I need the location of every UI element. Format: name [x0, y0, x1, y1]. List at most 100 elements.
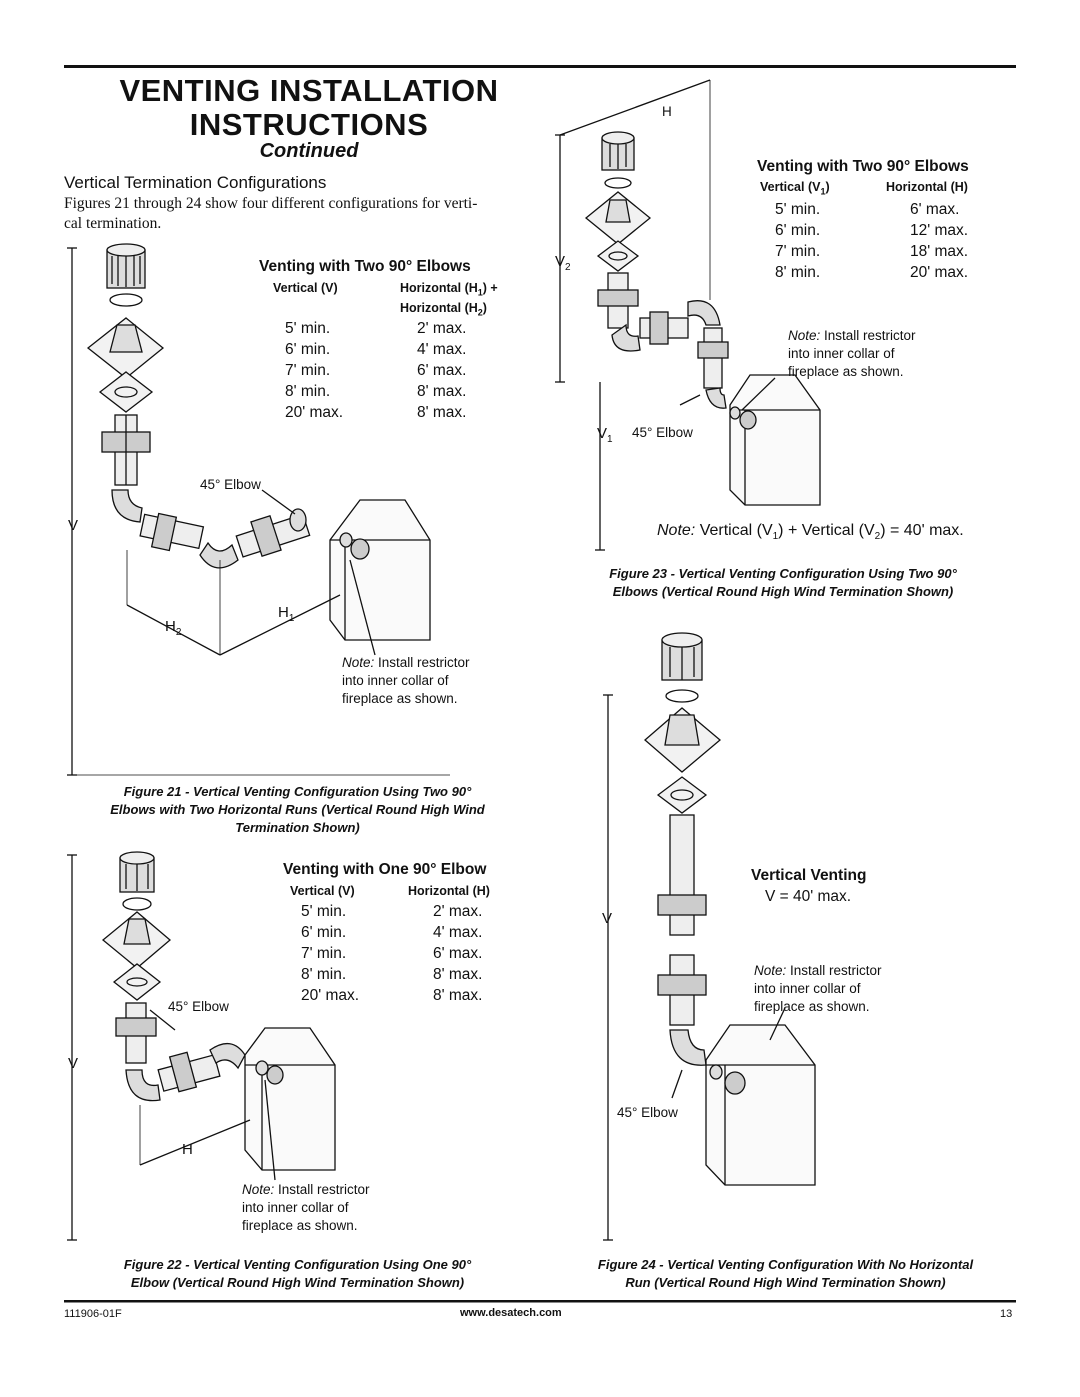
top-rule: [64, 65, 1016, 68]
table-cell-vertical: 20' max.: [301, 987, 360, 1004]
table-cell-vertical: 5' min.: [775, 201, 821, 218]
table-row: 6' min. 12' max.: [775, 222, 1005, 243]
fig21-caption: Figure 21 - Vertical Venting Configurati…: [110, 784, 485, 835]
table-row: 5' min. 2' max.: [296, 903, 516, 924]
fig22-table-title: Venting with One 90° Elbow: [283, 861, 487, 878]
table-row: 7' min.6' max.: [296, 945, 516, 966]
table-cell-vertical: 6' min.: [285, 341, 331, 358]
table-cell-vertical: 8' min.: [301, 966, 347, 983]
table-cell-horizontal: 20' max.: [910, 264, 969, 281]
continued-label: Continued: [259, 140, 359, 162]
footer-website[interactable]: www.desatech.com: [460, 1307, 562, 1319]
fig21-table-title: Venting with Two 90° Elbows: [259, 258, 471, 275]
footer-page-number: 13: [1000, 1308, 1013, 1320]
fig21-dim-h2: H2: [165, 618, 182, 638]
fig23-rows: 5' min. 6' max. 6' min. 12' max. 7' min. 18' …: [775, 201, 1005, 285]
fig23-45-elbow: [705, 387, 727, 409]
table-cell-horizontal: 2' max.: [417, 320, 467, 337]
table-row: 6' min. 4' max.: [296, 924, 516, 945]
fig24-elbow-label: 45° Elbow: [617, 1105, 678, 1120]
fig23-dim-v2: V2: [555, 253, 571, 273]
table-cell-vertical: 20' max.: [285, 404, 344, 421]
fig24-fireplace: [705, 1024, 816, 1186]
fig22-note: Note: Install restrictor into inner coll…: [242, 1182, 370, 1233]
fig23-fireplace: [729, 374, 821, 506]
table-row: 8' min. 8' max.: [280, 383, 500, 404]
fig21-90-elbow: [199, 541, 239, 569]
fig21-col-horizontal-h2: Horizontal (H2): [400, 301, 487, 318]
fig24-ceiling-plate: [656, 776, 708, 814]
table-row: 7' min. 18' max.: [775, 243, 1005, 264]
table-row: 5' min. 2' max.: [280, 320, 500, 341]
fig24-note: Note: Install restrictor into inner coll…: [754, 963, 882, 1014]
fig22-caption: Figure 22 - Vertical Venting Configurati…: [123, 1257, 472, 1290]
fig23-formula: Note: Vertical (V1) + Vertical (V2) = 40…: [657, 522, 964, 543]
fig23-table-title: Venting with Two 90° Elbows: [757, 158, 969, 175]
fig21-dim-h1: H1: [278, 604, 295, 624]
fig23-col-vertical: Vertical (V1): [760, 180, 830, 197]
table-cell-horizontal: 6' max.: [417, 362, 467, 379]
fig24-table-title: Vertical Venting: [751, 867, 867, 884]
table-row: 8' min. 8' max.: [296, 966, 516, 987]
fig22-elbow-label: 45° Elbow: [168, 999, 229, 1014]
table-row: 6' min. 4' max.: [280, 341, 500, 362]
table-cell-horizontal: 8' max.: [433, 966, 483, 983]
table-cell-horizontal: 6' max.: [910, 201, 960, 218]
page-title: VENTING INSTALLATION INSTRUCTIONS: [64, 74, 554, 142]
fig24-45-elbow: [669, 1029, 707, 1066]
fig22-dim-v: V: [68, 1055, 79, 1072]
table-cell-horizontal: 8' max.: [417, 383, 467, 400]
intro-text: Figures 21 through 24 show four differen…: [64, 194, 544, 234]
fig21-45-elbow: [111, 489, 143, 523]
fig23-caption: Figure 23 - Vertical Venting Configurati…: [609, 566, 957, 599]
table-cell-horizontal: 18' max.: [910, 243, 969, 260]
table-cell-vertical: 7' min.: [285, 362, 331, 379]
table-cell-horizontal: 6' max.: [433, 945, 483, 962]
fig22-rows: 5' min. 2' max. 6' min. 4' max. 7' min.6' ma…: [296, 903, 516, 1008]
table-cell-vertical: 6' min.: [775, 222, 821, 239]
fig23-dim-h: H: [662, 104, 672, 119]
table-cell-vertical: 8' min.: [775, 264, 821, 281]
table-cell-horizontal: 4' max.: [433, 924, 483, 941]
footer-doc-number: 111906-01F: [64, 1308, 122, 1320]
fig22-col-vertical: Vertical (V): [290, 884, 355, 898]
fig24-value: V = 40' max.: [765, 888, 852, 905]
fig23-note: Note: Install restrictor into inner coll…: [788, 328, 916, 379]
fig23-col-horizontal: Horizontal (H): [886, 180, 968, 194]
fig24-dim-v: V: [602, 910, 613, 927]
table-cell-horizontal: 8' max.: [433, 987, 483, 1004]
fig23-elbow-label: 45° Elbow: [632, 425, 693, 440]
fig22-fireplace: [244, 1027, 336, 1171]
table-row: 20' max. 8' max.: [280, 404, 500, 425]
fig21-elbow-label: 45° Elbow: [200, 477, 261, 492]
table-row: 20' max. 8' max.: [296, 987, 516, 1008]
fig21-ceiling-plate: [98, 371, 154, 413]
fig24-vertical-pipe: [669, 814, 695, 936]
fig22-dim-h: H: [182, 1141, 193, 1158]
title-line-2: INSTRUCTIONS: [189, 107, 429, 142]
table-row: 5' min. 6' max.: [775, 201, 1005, 222]
table-cell-horizontal: 12' max.: [910, 222, 969, 239]
fig21-rows: 5' min. 2' max. 6' min. 4' max. 7' min. 6' ma…: [280, 320, 500, 425]
table-cell-vertical: 5' min.: [285, 320, 331, 337]
fig24-caption: Figure 24 - Vertical Venting Configurati…: [597, 1257, 974, 1290]
table-cell-vertical: 8' min.: [285, 383, 331, 400]
fig21-col-vertical: Vertical (V): [273, 281, 338, 295]
title-line-1: VENTING INSTALLATION: [119, 73, 499, 108]
fig21-dim-v: V: [68, 517, 79, 534]
fig22-col-horizontal: Horizontal (H): [408, 884, 490, 898]
table-cell-horizontal: 4' max.: [417, 341, 467, 358]
fig22-ceiling-plate: [112, 963, 162, 1001]
table-cell-vertical: 5' min.: [301, 903, 347, 920]
intro-line-1: Figures 21 through 24 show four differen…: [64, 195, 478, 212]
table-cell-vertical: 6' min.: [301, 924, 347, 941]
table-cell-horizontal: 2' max.: [433, 903, 483, 920]
fig21-fireplace: [329, 499, 431, 641]
section-heading: Vertical Termination Configurations: [64, 173, 327, 192]
intro-line-2: cal termination.: [64, 215, 162, 232]
table-cell-horizontal: 8' max.: [417, 404, 467, 421]
fig22-45-elbow: [125, 1069, 161, 1102]
table-row: 7' min. 6' max.: [280, 362, 500, 383]
table-cell-vertical: 7' min.: [775, 243, 821, 260]
